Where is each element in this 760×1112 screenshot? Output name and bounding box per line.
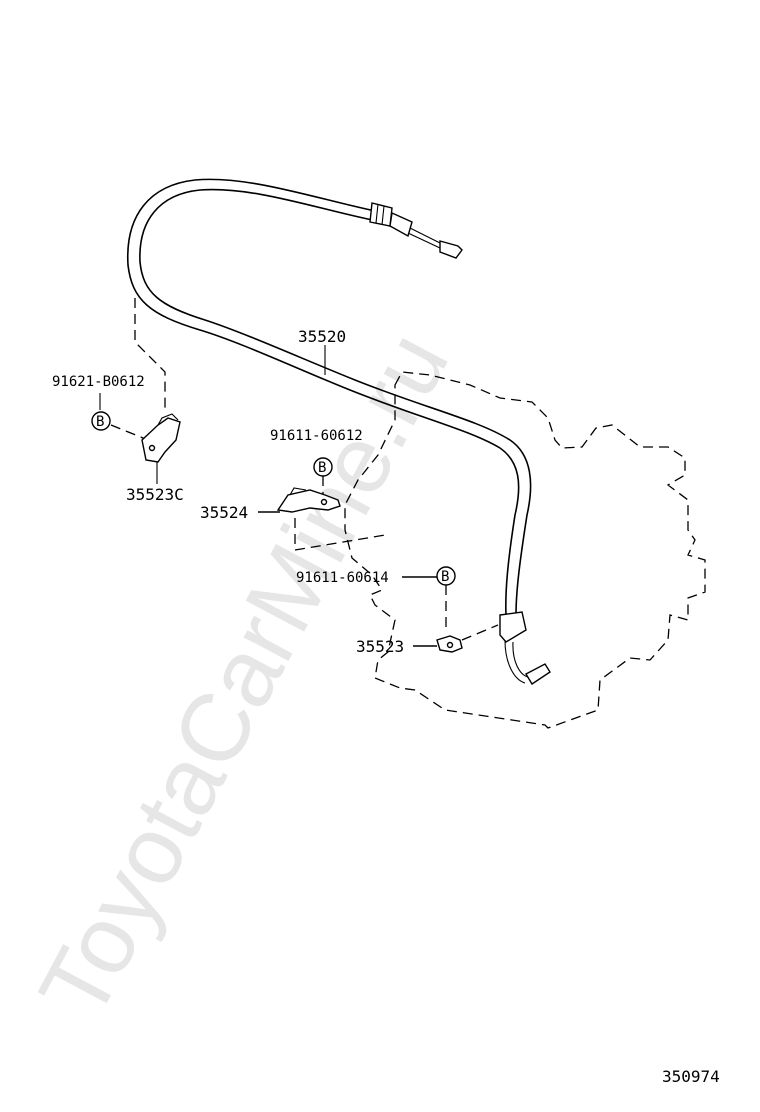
leader-clip-lower-dash bbox=[461, 624, 499, 641]
bolt-marker-upper: B bbox=[91, 411, 111, 431]
callout-bracket: 35524 bbox=[200, 503, 248, 522]
control-cable bbox=[127, 178, 551, 685]
clip-upper-part bbox=[141, 413, 181, 463]
callout-cable: 35520 bbox=[298, 327, 346, 346]
bracket-part bbox=[276, 487, 341, 513]
diagram-id: 350974 bbox=[662, 1067, 720, 1086]
clip-lower-part bbox=[436, 635, 463, 653]
callout-bracket-bolt: 91611-60612 bbox=[270, 428, 363, 444]
bolt-marker-bracket: B bbox=[313, 457, 333, 477]
callout-clip-upper-bolt: 91621-B0612 bbox=[52, 374, 145, 390]
transmission-outline bbox=[344, 371, 706, 729]
svg-text:B: B bbox=[96, 414, 104, 430]
callout-clip-lower: 35523 bbox=[356, 637, 404, 656]
bolt-marker-lower: B bbox=[436, 566, 456, 586]
callout-clip-lower-bolt: 91611-60614 bbox=[296, 570, 389, 586]
leader-clip-upper-bolt-dash bbox=[110, 424, 149, 441]
leader-clip-upper-dash bbox=[134, 298, 166, 412]
watermark-text: ToyotaCarMine.ru bbox=[19, 316, 469, 1035]
leader-bracket-dash bbox=[294, 518, 386, 551]
svg-text:B: B bbox=[318, 460, 326, 476]
callout-clip-upper: 35523C bbox=[126, 485, 184, 504]
svg-text:B: B bbox=[441, 569, 449, 585]
